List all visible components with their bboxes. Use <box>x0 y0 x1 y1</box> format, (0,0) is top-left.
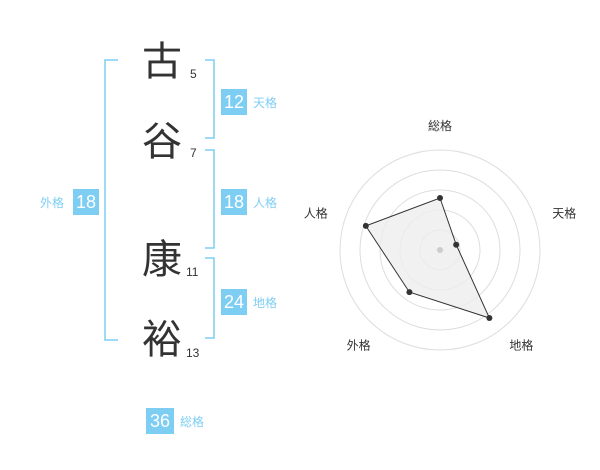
radar-axis-label-3: 外格 <box>347 338 371 353</box>
ten-value-box: 12 <box>221 89 247 115</box>
sou-value-box: 36 <box>146 408 174 434</box>
radar-point-2 <box>486 314 493 321</box>
radar-point-1 <box>453 241 460 248</box>
radar-grid-ring-5 <box>339 149 541 351</box>
name-char-1: 古 <box>142 39 182 85</box>
jin-label: 人格 <box>253 196 278 210</box>
radar-axis-label-2: 地格 <box>509 338 533 353</box>
chi-value-box: 24 <box>221 289 247 315</box>
gai-value-box: 18 <box>73 189 99 215</box>
jin-bracket <box>205 149 215 249</box>
radar-point-4 <box>362 222 369 229</box>
gai-bracket <box>104 59 118 341</box>
radar-point-3 <box>406 289 413 296</box>
radar-axis-label-4: 人格 <box>304 206 328 221</box>
radar-axis-label-1: 天格 <box>552 206 576 221</box>
gai-label: 外格 <box>40 196 65 210</box>
radar-grid-ring-3 <box>379 189 501 311</box>
stroke-count-2: 7 <box>190 146 197 160</box>
stroke-count-3: 11 <box>186 265 199 279</box>
jin-value-box: 18 <box>221 189 247 215</box>
name-char-2: 谷 <box>142 119 182 165</box>
radar-center-dot <box>437 247 443 253</box>
name-char-4: 裕 <box>142 317 182 363</box>
ten-label: 天格 <box>253 96 278 110</box>
ten-bracket <box>205 59 215 139</box>
chi-label: 地格 <box>253 296 278 310</box>
radar-axis-label-0: 総格 <box>428 118 452 133</box>
radar-value-polygon <box>365 197 491 319</box>
name-char-3: 康 <box>142 237 182 283</box>
chi-bracket <box>205 257 215 339</box>
radar-point-0 <box>437 195 443 201</box>
sou-label: 総格 <box>180 415 205 429</box>
radar-grid-ring-4 <box>359 169 521 331</box>
stroke-count-4: 13 <box>186 346 200 360</box>
radar-points <box>362 195 493 321</box>
stroke-count-1: 5 <box>190 67 197 81</box>
